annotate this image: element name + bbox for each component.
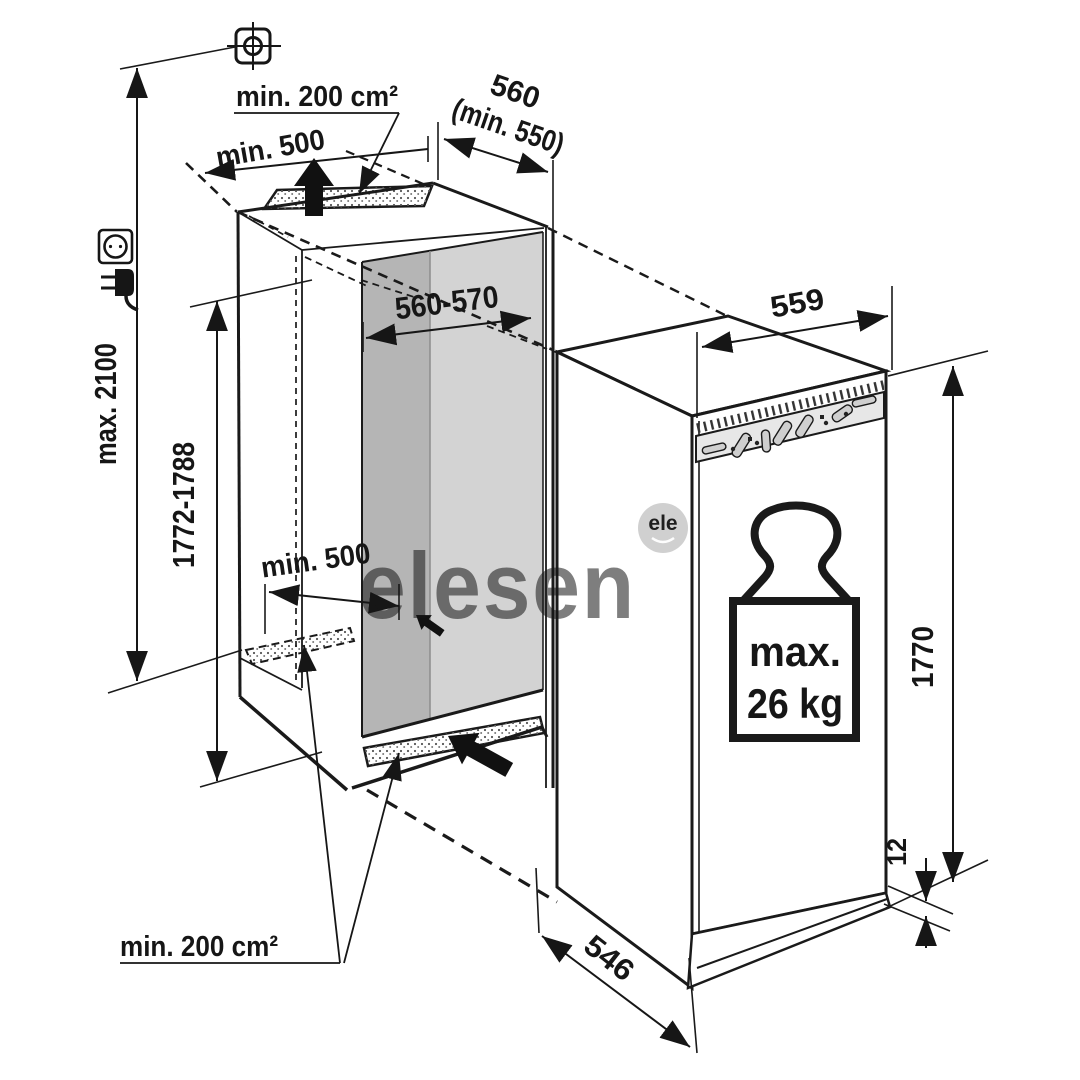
power-socket-icon xyxy=(97,228,134,265)
niche-cabinet xyxy=(236,181,555,792)
niche-back-wall-light xyxy=(430,232,543,719)
watermark-badge-smile xyxy=(651,536,675,544)
dim-inner-clearance xyxy=(268,584,400,614)
door-load-label-1: max. xyxy=(749,628,841,675)
floor-vent-strip xyxy=(244,626,356,666)
fixing-point-icon xyxy=(227,22,281,70)
watermark-badge-text: ele xyxy=(648,512,677,535)
top-vent-area-label: min. 200 cm² xyxy=(236,81,398,113)
watermark-badge xyxy=(638,503,688,553)
appliance: max. 26 kg xyxy=(552,314,892,991)
room-height-label: max. 2100 xyxy=(88,343,123,465)
niche-height-label: 1772-1788 xyxy=(166,442,201,568)
door-load-label-2: 26 kg xyxy=(747,680,843,727)
airflow-arrows xyxy=(294,158,514,777)
power-plug-icon xyxy=(101,269,139,312)
dim-top-clearance xyxy=(204,148,429,181)
leader-lines xyxy=(120,112,402,964)
watermark: elesen ele xyxy=(358,503,688,638)
dimension-lines xyxy=(126,68,964,1048)
weight-icon: max. 26 kg xyxy=(729,501,860,742)
dim-appliance-depth xyxy=(541,935,691,1048)
appliance-height-label: 1770 xyxy=(905,626,940,688)
fixing-bracket-strip xyxy=(695,390,885,464)
base-gap-label: 12 xyxy=(882,838,912,866)
appliance-side-face xyxy=(555,349,694,991)
dim-niche-depth xyxy=(443,137,549,174)
dim-appliance-width xyxy=(701,310,889,353)
airflow-in-arrow-icon xyxy=(448,732,514,777)
watermark-text: elesen xyxy=(358,533,636,638)
airflow-small-arrow-icon xyxy=(416,615,445,637)
airflow-up-arrow-icon xyxy=(294,158,334,216)
appliance-width-label: 559 xyxy=(768,283,827,325)
inner-clearance-label: min. 500 xyxy=(259,538,372,585)
dim-niche-width xyxy=(365,310,532,346)
bottom-vent-area-label: min. 200 cm² xyxy=(120,931,278,963)
niche-back-wall-dark xyxy=(362,251,430,737)
fixing-teeth-strip xyxy=(694,380,884,434)
niche-interior xyxy=(244,184,546,768)
